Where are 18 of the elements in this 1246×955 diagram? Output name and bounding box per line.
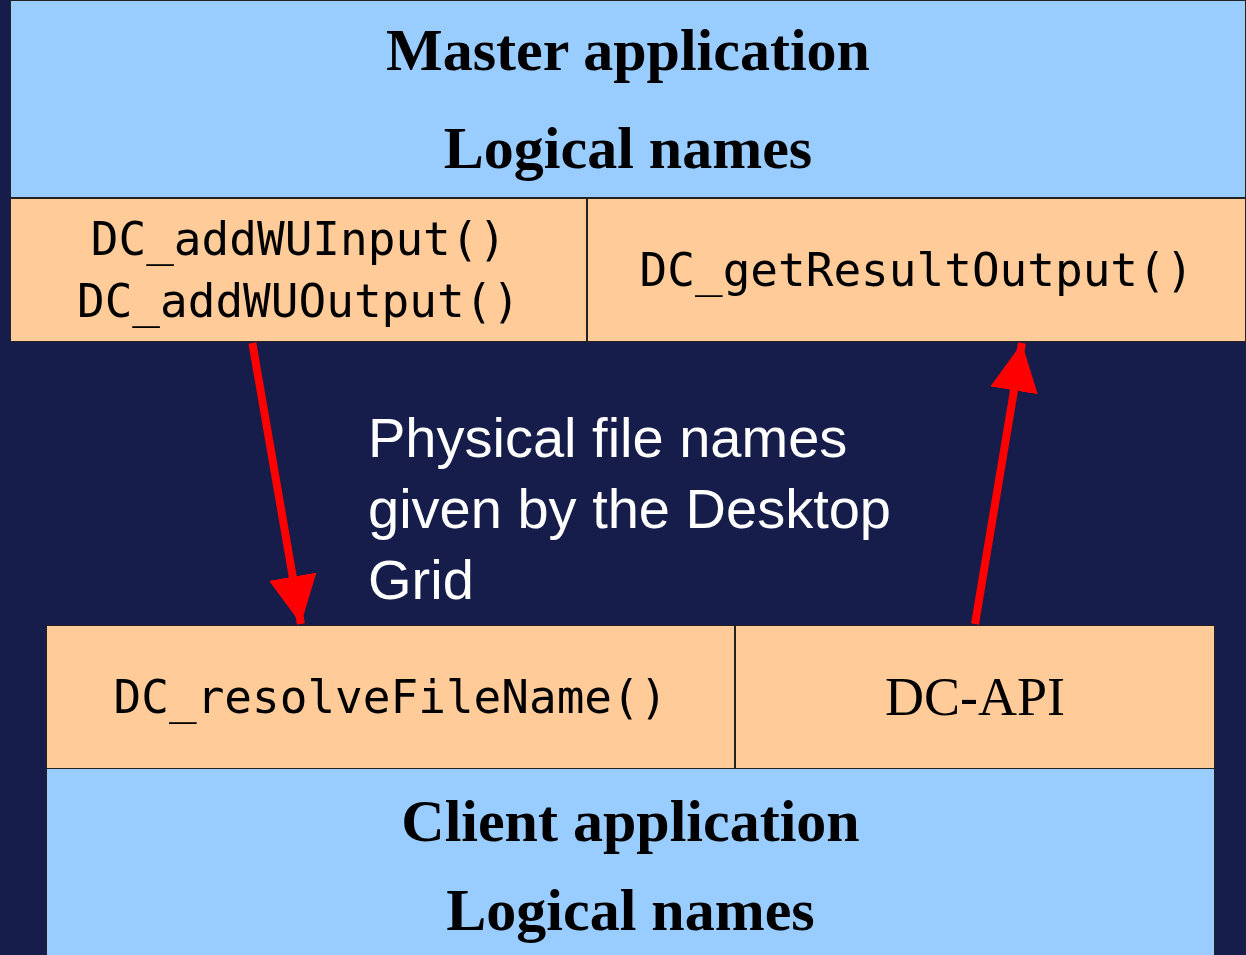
arrow [248, 342, 317, 625]
arrow [971, 342, 1038, 625]
application-panel [10, 0, 1246, 198]
panel-heading: Logical names [446, 876, 815, 945]
panel-heading: Client application [401, 787, 860, 856]
function-name: DC_addWUOutput() [76, 273, 521, 330]
api-box [735, 625, 1215, 769]
function-box [10, 198, 587, 342]
panel-heading: Logical names [443, 113, 813, 183]
annotation-text: Physical file names given by the Desktop Grid [368, 405, 892, 613]
function-name: DC_resolveFileName() [113, 669, 668, 726]
function-name: DC_addWUInput() [90, 211, 507, 268]
function-box [587, 198, 1246, 342]
function-box [46, 625, 735, 769]
api-name: DC-API [885, 666, 1065, 728]
panel-heading: Master application [386, 15, 870, 85]
function-name: DC_getResultOutput() [639, 242, 1194, 299]
application-panel [46, 768, 1215, 955]
